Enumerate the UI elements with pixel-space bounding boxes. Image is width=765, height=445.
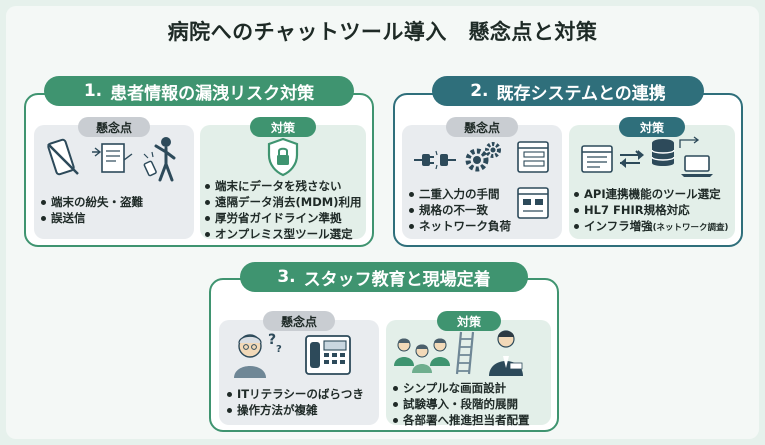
list-item: 端末にデータを残さない: [204, 178, 361, 194]
sync-arrows-icon: [679, 136, 700, 148]
staff-group-icon: [394, 338, 450, 373]
list-item: 規格の不一致: [408, 202, 511, 218]
section-3-measure-pill: 対策: [437, 311, 501, 331]
phone-crossed-icon: [47, 138, 79, 176]
gears-icon: [465, 142, 501, 172]
list-item: シンプルな画面設計: [392, 380, 530, 396]
section-2-number: 2.: [470, 81, 489, 101]
list-item: 操作方法が複雑: [226, 402, 364, 418]
form-window-icon: [517, 141, 549, 173]
list-item: 遠隔データ消去(MDM)利用: [204, 194, 361, 210]
list-item: API連携機能のツール選定: [573, 186, 728, 202]
document-send-icon: [92, 143, 133, 173]
person-with-badge-icon: [489, 330, 523, 376]
list-item: ネットワーク負荷: [408, 218, 511, 234]
shield-lock-icon: [267, 137, 299, 177]
ladder-icon: [455, 331, 475, 375]
unplugged-plug-icon: [414, 150, 456, 170]
list-item: 厚労省ガイドライン準拠: [204, 210, 361, 226]
list-item: 各部署へ推進担当者配置: [392, 412, 530, 428]
person-dropping-phone-icon: [143, 137, 176, 182]
section-3-banner: 3. スタッフ教育と現場定着: [240, 262, 528, 292]
section-2-measure-pill: 対策: [619, 117, 685, 137]
svg-text:?: ?: [276, 344, 282, 355]
list-item: 二重入力の手間: [408, 186, 511, 202]
section-3-number: 3.: [277, 267, 296, 287]
laptop-icon: [681, 155, 713, 177]
list-item: 試験導入・段階的展開: [392, 396, 530, 412]
database-icon: [651, 139, 675, 166]
section-1-banner: 1. 患者情報の漏洩リスク対策: [44, 76, 354, 106]
list-item-text: インフラ増強: [584, 219, 653, 233]
section-3-concern-list: ITリテラシーのばらつき 操作方法が複雑: [226, 386, 364, 418]
section-1-concern-list: 端末の紛失・盗難 誤送信: [40, 194, 143, 226]
section-2-banner: 2. 既存システムとの連携: [432, 76, 704, 106]
page-title: 病院へのチャットツール導入 懸念点と対策: [167, 20, 598, 44]
section-2-measure-list: API連携機能のツール選定 HL7 FHIR規格対応 インフラ増強(ネットワーク…: [573, 186, 728, 236]
browser-window-icon: [581, 145, 613, 173]
section-1-title: 患者情報の漏洩リスク対策: [110, 83, 315, 104]
section-1-concern-pill: 懸念点: [78, 117, 150, 137]
desk-phone-icon: [305, 335, 351, 375]
screen-window-icon: [517, 187, 549, 219]
list-item: インフラ増強(ネットワーク調査): [573, 218, 728, 236]
section-3-title: スタッフ教育と現場定着: [303, 269, 491, 290]
confused-elderly-person-icon: ? ?: [234, 332, 282, 378]
section-1-number: 1.: [83, 81, 103, 101]
list-item: ITリテラシーのばらつき: [226, 386, 364, 402]
list-item: 端末の紛失・盗難: [40, 194, 143, 210]
section-2-concern-list: 二重入力の手間 規格の不一致 ネットワーク負荷: [408, 186, 511, 234]
section-1-measure-pill: 対策: [250, 117, 316, 137]
list-item: HL7 FHIR規格対応: [573, 202, 728, 218]
section-3-measure-list: シンプルな画面設計 試験導入・段階的展開 各部署へ推進担当者配置: [392, 380, 530, 428]
list-item-note: (ネットワーク調査): [652, 223, 729, 233]
section-3-concern-pill: 懸念点: [263, 311, 335, 331]
list-item: オンプレミス型ツール選定: [204, 226, 361, 242]
section-2-concern-pill: 懸念点: [446, 117, 518, 137]
svg-text:?: ?: [268, 332, 276, 348]
exchange-arrows-icon: [620, 150, 644, 168]
section-2-title: 既存システムとの連携: [496, 83, 666, 104]
section-1-measure-list: 端末にデータを残さない 遠隔データ消去(MDM)利用 厚労省ガイドライン準拠 オ…: [204, 178, 361, 242]
list-item: 誤送信: [40, 210, 143, 226]
